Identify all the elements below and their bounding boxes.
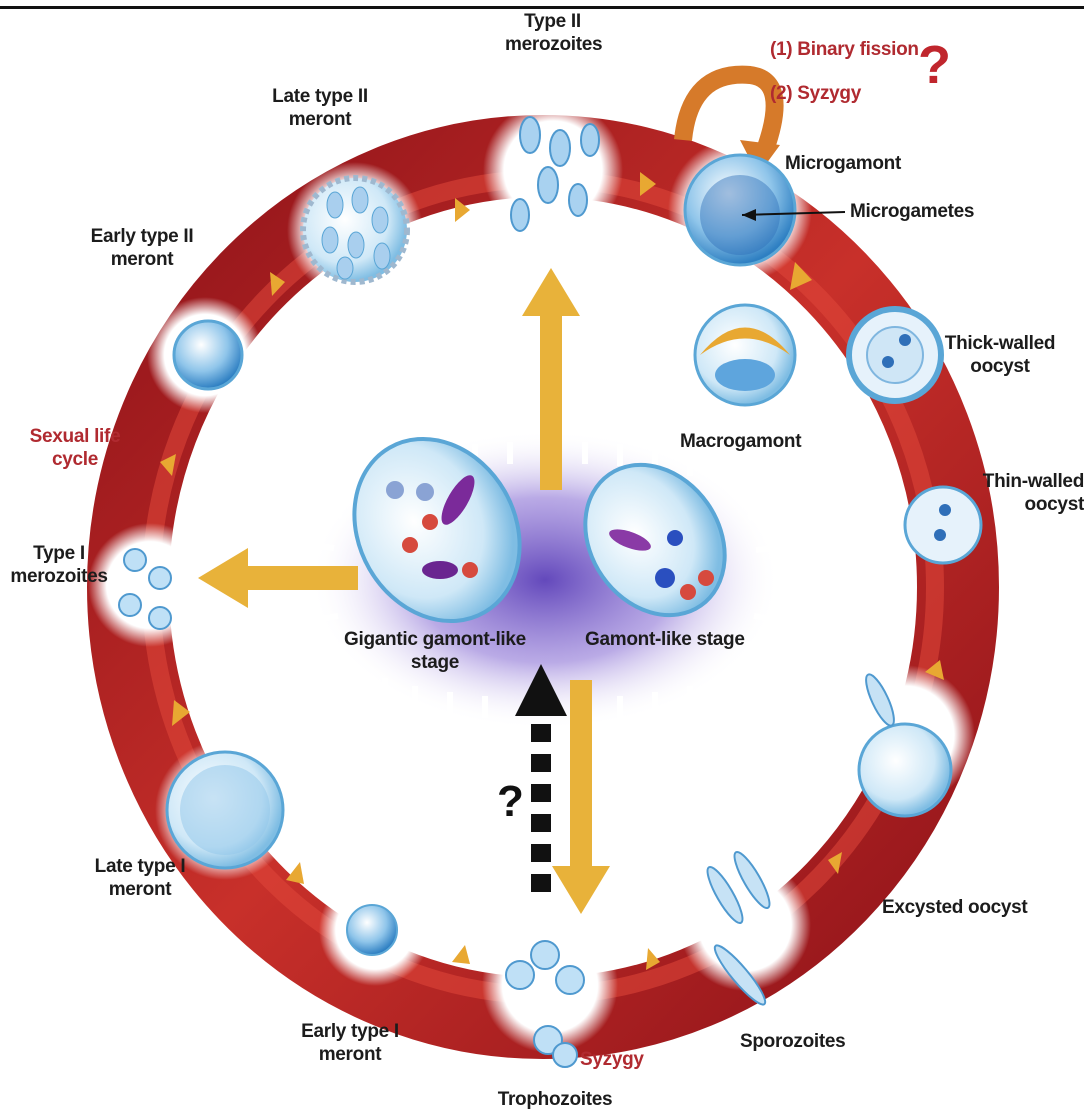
label-sporozoites: Sporozoites [740, 1030, 845, 1053]
early-type2-meront-cell [174, 321, 242, 389]
label-microgamont: Microgamont [785, 152, 901, 175]
macrogamont-cell [695, 305, 795, 405]
label-macrogamont: Macrogamont [680, 430, 801, 453]
early-type1-meront-cell [347, 905, 397, 955]
binary-fission-curved-arrow [683, 75, 775, 150]
question-mark-black: ? [497, 780, 524, 824]
late-type1-meront-cell [167, 752, 283, 868]
late-type2-meront-cell [303, 178, 407, 282]
label-binary-fission: (1) Binary fission [770, 38, 919, 61]
label-trophozoites: Trophozoites [490, 1088, 620, 1111]
thick-walled-oocyst-cell [849, 309, 941, 401]
label-syzygy-top: (2) Syzygy [770, 82, 861, 105]
label-syzygy-bottom: Syzygy [580, 1048, 644, 1071]
microgamont-cell [685, 155, 795, 265]
label-excysted-oocyst: Excysted oocyst [882, 896, 1027, 919]
thin-walled-oocyst-cell [905, 487, 981, 563]
question-mark-red: ? [918, 38, 951, 92]
top-border-line [0, 6, 1084, 9]
label-gamont-like-stage: Gamont-like stage [585, 628, 745, 651]
label-microgametes: Microgametes [850, 200, 974, 223]
